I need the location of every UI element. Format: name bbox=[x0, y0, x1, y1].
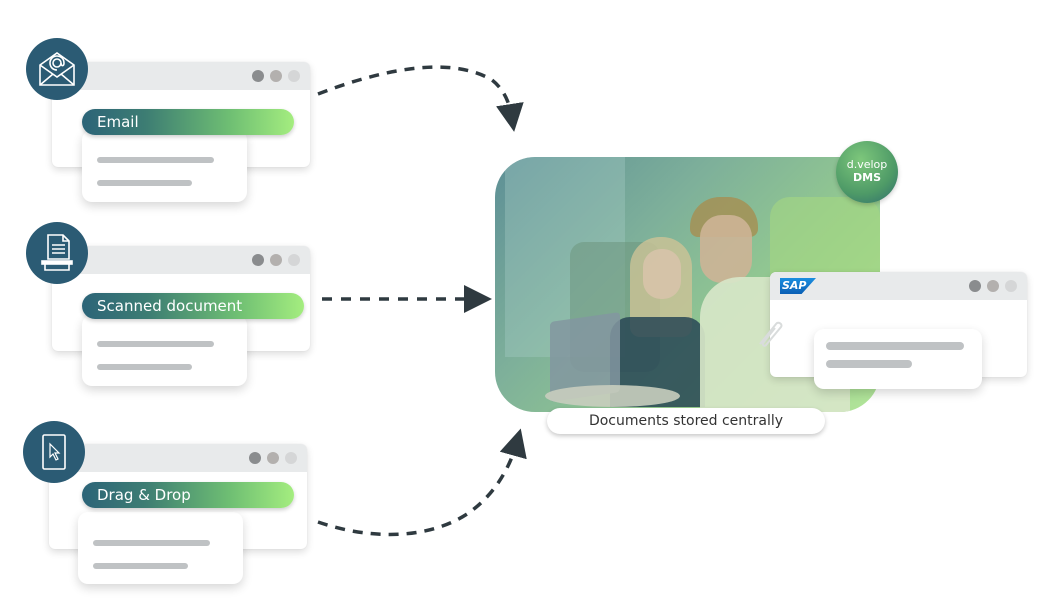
tablet-cursor-icon bbox=[23, 421, 85, 483]
sap-card bbox=[814, 329, 982, 389]
window-dot bbox=[249, 452, 261, 464]
placeholder-line bbox=[97, 180, 192, 186]
window-dot bbox=[270, 254, 282, 266]
window-controls bbox=[969, 280, 1017, 292]
window-titlebar bbox=[49, 444, 307, 472]
center-caption: Documents stored centrally bbox=[547, 408, 825, 434]
arrow-email bbox=[317, 65, 524, 132]
placeholder-line bbox=[97, 364, 192, 370]
dragdrop-card bbox=[78, 512, 243, 584]
window-titlebar bbox=[52, 62, 310, 90]
placeholder-line bbox=[93, 563, 188, 569]
window-dot bbox=[285, 452, 297, 464]
scanner-document-icon bbox=[26, 222, 88, 284]
window-titlebar: SAP bbox=[770, 272, 1027, 300]
window-dot bbox=[288, 70, 300, 82]
scan-card bbox=[82, 315, 247, 386]
photo-table bbox=[545, 385, 680, 407]
dms-brand: d.velop bbox=[846, 158, 888, 171]
placeholder-line bbox=[826, 360, 912, 368]
window-dot bbox=[1005, 280, 1017, 292]
dms-label: DMS bbox=[853, 171, 881, 184]
window-dot bbox=[288, 254, 300, 266]
paperclip-icon bbox=[759, 321, 783, 347]
window-dot bbox=[969, 280, 981, 292]
window-dot bbox=[987, 280, 999, 292]
window-controls bbox=[252, 70, 300, 82]
scanned-document-label: Scanned document bbox=[82, 293, 304, 319]
window-dot bbox=[252, 70, 264, 82]
envelope-at-icon bbox=[26, 38, 88, 100]
placeholder-line bbox=[826, 342, 964, 350]
email-label: Email bbox=[82, 109, 294, 135]
photo-woman-face bbox=[643, 249, 681, 299]
placeholder-line bbox=[93, 540, 210, 546]
placeholder-line bbox=[97, 341, 214, 347]
window-controls bbox=[249, 452, 297, 464]
dvelop-dms-badge: d.velop DMS bbox=[836, 141, 898, 203]
window-dot bbox=[270, 70, 282, 82]
arrow-dragdrop bbox=[317, 428, 527, 537]
drag-drop-label: Drag & Drop bbox=[82, 482, 294, 508]
window-dot bbox=[252, 254, 264, 266]
placeholder-line bbox=[97, 157, 214, 163]
window-controls bbox=[252, 254, 300, 266]
photo-man-face bbox=[700, 215, 752, 283]
email-card bbox=[82, 130, 247, 202]
window-titlebar bbox=[52, 246, 310, 274]
sap-logo: SAP bbox=[780, 278, 816, 294]
window-dot bbox=[267, 452, 279, 464]
